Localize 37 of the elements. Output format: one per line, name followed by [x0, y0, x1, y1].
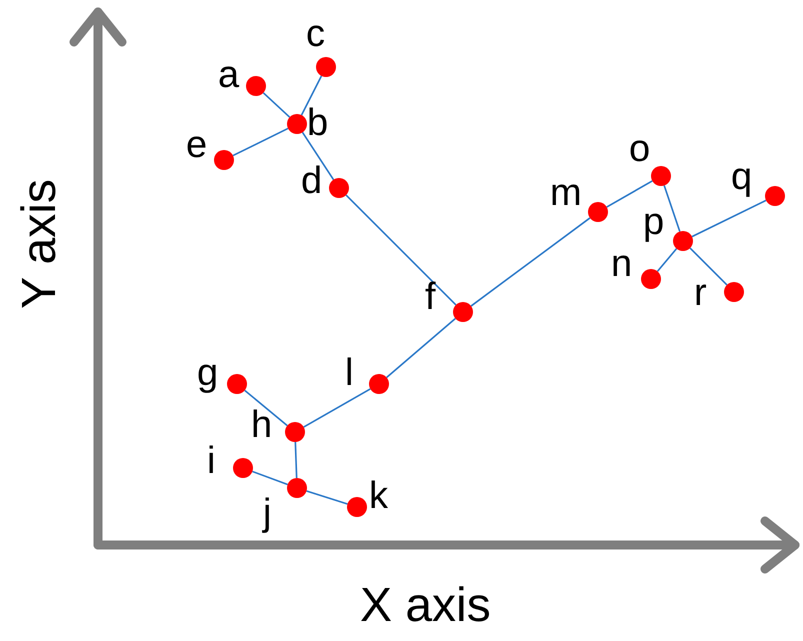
connector-line: [244, 390, 288, 426]
connector-line: [690, 248, 728, 286]
connector-line: [302, 132, 334, 180]
point-label: j: [263, 494, 272, 532]
point-label: b: [307, 104, 328, 142]
connector-line: [303, 388, 371, 428]
connector-line: [262, 92, 290, 118]
point-label: g: [197, 354, 218, 392]
point-label: m: [550, 174, 582, 212]
connector-line: [470, 217, 590, 307]
point-label: f: [425, 278, 436, 316]
point-label: k: [369, 477, 388, 515]
point-label: h: [251, 406, 272, 444]
connector-line: [692, 200, 766, 238]
connector-line: [346, 194, 456, 306]
axis-title: Y axis: [16, 178, 64, 311]
point-label: p: [643, 203, 664, 241]
connector-line: [232, 128, 288, 156]
connector-line: [294, 442, 298, 478]
connector-line: [656, 248, 678, 272]
point-label: a: [218, 56, 240, 94]
point-label: c: [306, 15, 325, 53]
point-label: i: [207, 442, 216, 480]
connector-line: [663, 185, 681, 232]
connector-line: [606, 180, 653, 208]
connector-line: [386, 318, 456, 378]
connector-line: [306, 490, 348, 505]
point-label: o: [629, 130, 650, 168]
point-label: q: [731, 158, 752, 196]
point-label: d: [301, 162, 322, 200]
point-label: n: [611, 245, 632, 283]
axis-title: X axis: [360, 582, 491, 630]
point-label: e: [186, 126, 208, 164]
connector-line: [300, 76, 322, 116]
point-label: l: [345, 354, 354, 392]
point-label: r: [694, 274, 707, 312]
connector-line: [252, 470, 288, 486]
